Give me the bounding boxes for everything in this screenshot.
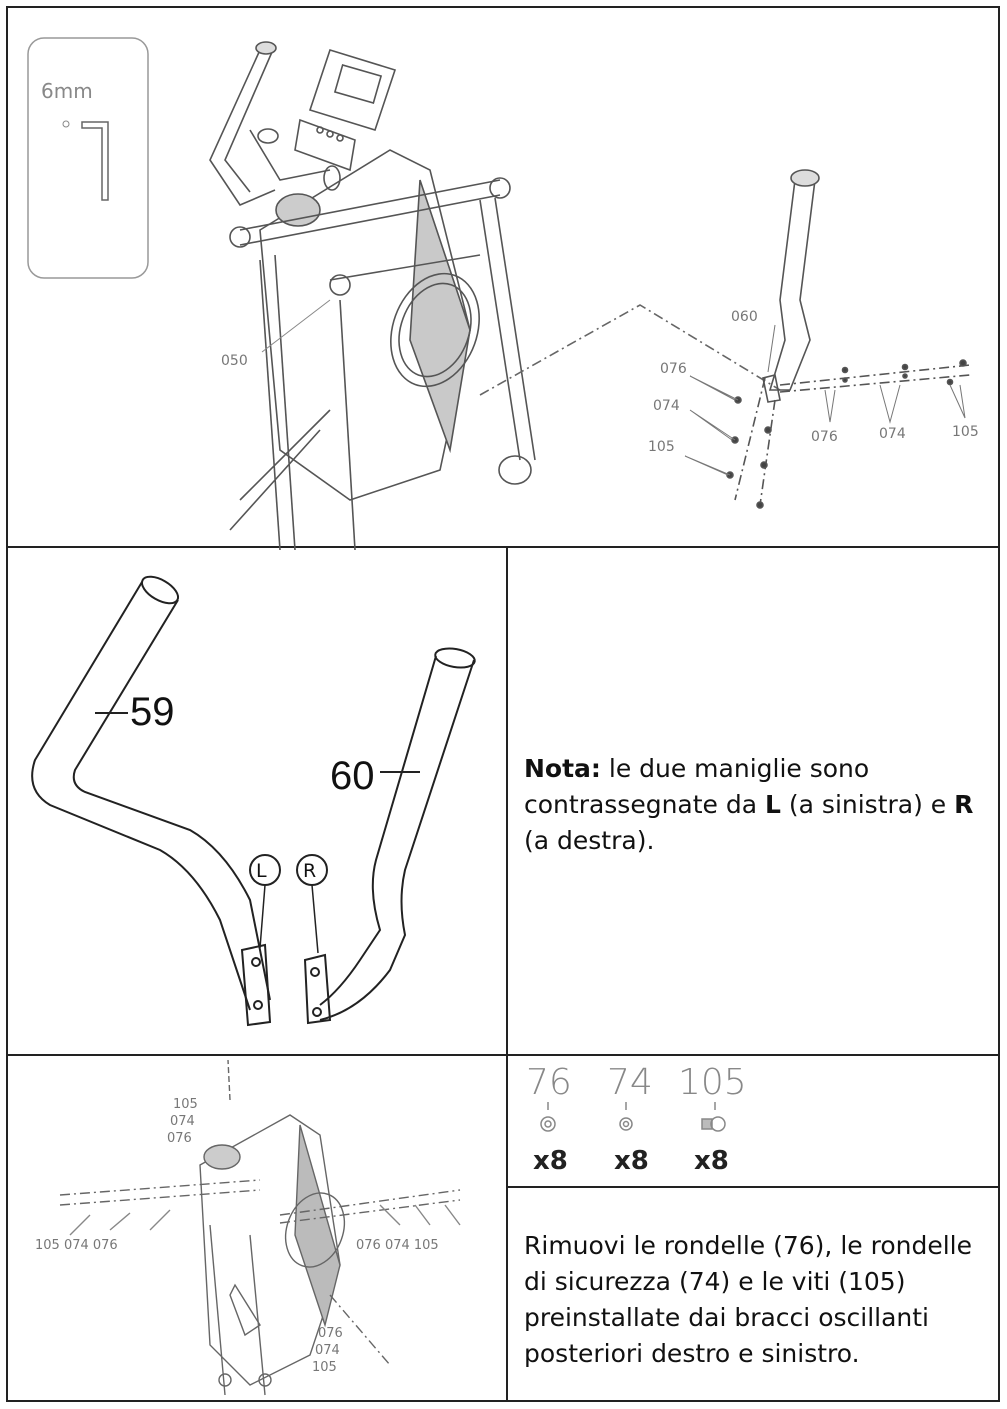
label-top-076: 076 (167, 1131, 192, 1146)
tool-size-label: 6mm (41, 79, 93, 103)
rear-arms-drawing (59, 1059, 461, 1396)
instruction-line-4: posteriori destro e sinistro. (524, 1339, 860, 1368)
part-label-050: 050 (221, 353, 248, 369)
handle-left-number: 59 (130, 690, 175, 734)
part-label-076-vertical: 076 (660, 361, 687, 377)
label-right-group: 076 074 105 (356, 1238, 439, 1253)
note-text-2b: (a sinistra) e (780, 790, 955, 819)
part-label-074-horizontal: 074 (879, 426, 906, 442)
hex-key-tool-box (27, 37, 149, 279)
part-label-105-vertical: 105 (648, 439, 675, 455)
note-text-2R: R (954, 790, 974, 819)
hardware-76-number: 76 (526, 1062, 572, 1103)
hardware-105-number: 105 (678, 1062, 747, 1103)
label-bottom-076: 076 (318, 1326, 343, 1341)
hardware-105-qty: x8 (694, 1146, 729, 1176)
divider-row1 (6, 546, 1000, 548)
exploded-arm-drawing (684, 169, 971, 509)
remove-instruction: Rimuovi le rondelle (76), le rondelle di… (524, 1228, 972, 1372)
label-top-105: 105 (173, 1097, 198, 1112)
divider-hardware (506, 1186, 1000, 1188)
handles-note: Nota: le due maniglie sono contrassegnat… (524, 751, 973, 859)
hardware-74-number: 74 (607, 1062, 653, 1103)
part-label-105-horizontal: 105 (952, 424, 979, 440)
part-label-060: 060 (731, 309, 758, 325)
label-top-074: 074 (170, 1114, 195, 1129)
note-text-1: le due maniglie sono (600, 754, 870, 783)
label-left-group: 105 074 076 (35, 1238, 118, 1253)
elliptical-trainer-drawing (209, 41, 781, 551)
note-text-3: (a destra). (524, 826, 655, 855)
label-bottom-074: 074 (315, 1343, 340, 1358)
divider-column (506, 546, 508, 1402)
handles-drawing (31, 575, 476, 1027)
hardware-icons (540, 1102, 726, 1132)
label-bottom-105: 105 (312, 1360, 337, 1375)
divider-row2 (6, 1054, 1000, 1056)
mark-left: L (256, 860, 267, 882)
part-label-076-horizontal: 076 (811, 429, 838, 445)
note-text-2a: contrassegnate da (524, 790, 766, 819)
handle-right-number: 60 (330, 754, 375, 798)
note-text-2L: L (765, 790, 781, 819)
part-label-074-vertical: 074 (653, 398, 680, 414)
instruction-line-3: preinstallate dai bracci oscillanti (524, 1303, 930, 1332)
instruction-line-2: di sicurezza (74) e le viti (105) (524, 1267, 906, 1296)
note-label: Nota: (524, 754, 601, 783)
instruction-line-1: Rimuovi le rondelle (76), le rondelle (524, 1231, 972, 1260)
hardware-74-qty: x8 (614, 1146, 649, 1176)
hardware-76-qty: x8 (533, 1146, 568, 1176)
page-frame (6, 6, 1000, 1402)
mark-right: R (303, 860, 317, 882)
